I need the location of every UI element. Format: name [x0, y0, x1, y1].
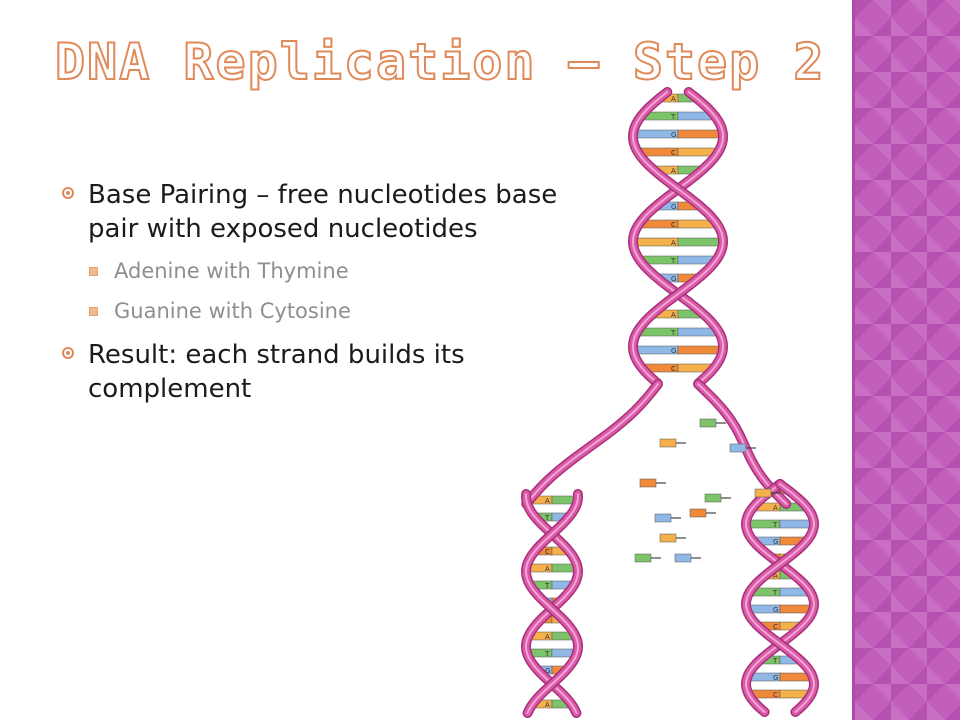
sub-bullet-item: Guanine with Cytosine	[62, 298, 582, 324]
free-nucleotides	[634, 418, 781, 563]
sub-bullet-text: Guanine with Cytosine	[114, 299, 351, 323]
svg-text:A: A	[671, 311, 676, 319]
slide-title: DNA Replication – Step 2	[54, 33, 826, 91]
sub-bullet-list: Adenine with Thymine Guanine with Cytosi…	[62, 258, 582, 324]
side-band-edge	[852, 0, 855, 720]
svg-text:C: C	[773, 623, 778, 631]
svg-text:C: C	[773, 691, 778, 699]
sub-bullet-text: Adenine with Thymine	[114, 259, 349, 283]
bullet-text: Base Pairing – free nucleotides base pai…	[88, 180, 558, 244]
bullet-list: Base Pairing – free nucleotides base pai…	[62, 178, 582, 418]
dna-strands	[520, 87, 820, 718]
bullet-text: Result: each strand builds its complemen…	[88, 340, 465, 404]
svg-text:T: T	[670, 257, 676, 265]
svg-text:A: A	[773, 572, 778, 580]
svg-text:A: A	[671, 239, 676, 247]
svg-text:C: C	[545, 548, 550, 556]
svg-text:A: A	[773, 504, 778, 512]
square-bullet-icon	[89, 267, 98, 276]
sub-bullet-item: Adenine with Thymine	[62, 258, 582, 284]
svg-text:C: C	[671, 221, 676, 229]
svg-text:A: A	[545, 633, 550, 641]
svg-text:T: T	[544, 650, 550, 658]
svg-text:G: G	[773, 606, 778, 614]
square-bullet-icon	[89, 307, 98, 316]
dna-replication-illustration: A T G C A G C A T G A T G C A T C A T A T G A A T G A T G C T G C	[520, 87, 820, 718]
svg-text:A: A	[671, 95, 676, 103]
svg-text:T: T	[544, 582, 550, 590]
svg-text:T: T	[772, 521, 778, 529]
svg-text:G: G	[773, 538, 778, 546]
side-pattern-band	[855, 0, 960, 720]
svg-text:G: G	[671, 347, 676, 355]
svg-text:T: T	[670, 329, 676, 337]
svg-text:T: T	[772, 657, 778, 665]
svg-text:C: C	[671, 149, 676, 157]
svg-text:T: T	[670, 113, 676, 121]
svg-text:T: T	[544, 514, 550, 522]
svg-text:G: G	[545, 667, 550, 675]
svg-text:T: T	[772, 589, 778, 597]
circle-bullet-icon	[62, 347, 74, 359]
svg-text:A: A	[545, 497, 550, 505]
svg-text:G: G	[671, 203, 676, 211]
svg-text:G: G	[773, 674, 778, 682]
svg-text:A: A	[671, 167, 676, 175]
bullet-item: Base Pairing – free nucleotides base pai…	[62, 178, 582, 246]
svg-text:C: C	[671, 365, 676, 373]
svg-text:G: G	[671, 275, 676, 283]
svg-text:A: A	[545, 565, 550, 573]
svg-text:G: G	[671, 131, 676, 139]
bullet-item: Result: each strand builds its complemen…	[62, 338, 582, 406]
svg-text:A: A	[545, 701, 550, 709]
circle-bullet-icon	[62, 187, 74, 199]
